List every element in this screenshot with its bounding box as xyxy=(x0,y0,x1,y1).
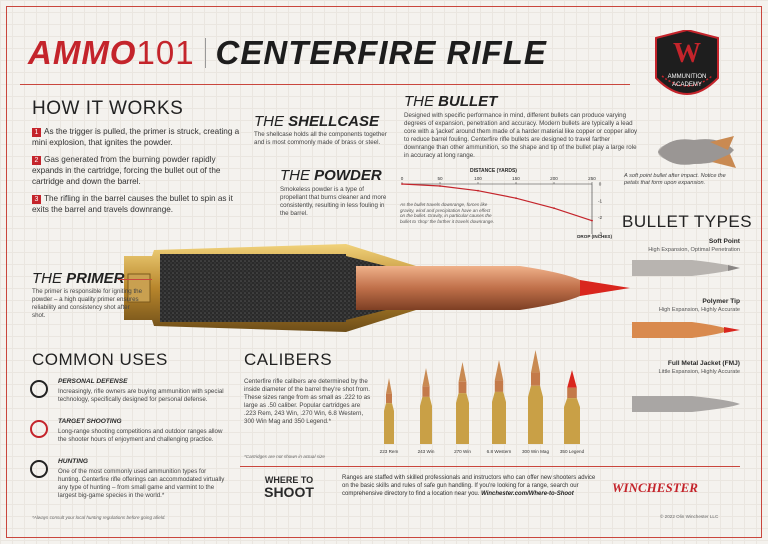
polymer-tip-bullet-icon xyxy=(632,322,740,338)
chart-x-tick-label: 250 xyxy=(588,176,596,181)
bullet-type-desc: High Expansion, Highly Accurate xyxy=(658,307,740,313)
chart-x-tick-label: 50 xyxy=(437,176,443,181)
use-text: One of the most commonly used ammunition… xyxy=(58,468,225,499)
where-to-shoot-link[interactable]: Winchester.com/Where-to-Shoot xyxy=(481,491,574,497)
bullet-title: THE BULLET xyxy=(404,93,498,110)
where-to-shoot-text: Ranges are staffed with skilled professi… xyxy=(342,475,596,497)
footer-divider xyxy=(240,466,740,467)
hunting-footnote: *Always consult your local hunting regul… xyxy=(32,515,166,520)
chart-y-tick-label: -2 xyxy=(598,215,603,220)
how-it-works-title: HOW IT WORKS xyxy=(32,98,184,119)
where-to-line: WHERE TO xyxy=(264,475,314,485)
chart-note: As the bullet travels downrange, forces … xyxy=(400,202,495,224)
use-text: Increasingly, rifle owners are buying am… xyxy=(58,388,224,403)
expanded-bullet-caption: A soft point bullet after impact. Notice… xyxy=(624,173,726,186)
chart-point xyxy=(591,219,593,222)
bullet-text: Designed with specific performance in mi… xyxy=(404,112,638,159)
calibers-text: Centerfire rifle calibers are determined… xyxy=(244,378,371,425)
page-frame xyxy=(6,6,762,538)
chart-point xyxy=(515,197,517,200)
primer-title: THE PRIMER xyxy=(32,270,125,287)
use-item: TARGET SHOOTING Long-range shooting comp… xyxy=(30,416,226,456)
chart-ylabel: DROP (INCHES) xyxy=(577,234,612,239)
powder-text: Smokeless powder is a type of propellant… xyxy=(280,186,387,217)
caliber-label: 300 Win Mag xyxy=(521,449,550,454)
chart-point xyxy=(477,189,479,192)
bullet-type-name: Soft Point xyxy=(708,238,740,245)
use-item: PERSONAL DEFENSE Increasingly, rifle own… xyxy=(30,376,226,416)
badge-letter: W xyxy=(673,38,701,69)
chart-x-tick-label: 100 xyxy=(474,176,482,181)
bullet-type-desc: Little Expansion, Highly Accurate xyxy=(658,369,740,375)
bullet-type-list: Soft Point High Expansion, Optimal Penet… xyxy=(612,238,740,388)
chart-x-tick-label: 0 xyxy=(401,176,404,181)
common-uses-title: COMMON USES xyxy=(32,350,168,369)
where-to-shoot-logo: WHERE TO SHOOT xyxy=(256,474,322,500)
primer-text: The primer is responsible for igniting t… xyxy=(32,288,143,319)
cartridge-cutaway xyxy=(120,236,640,340)
shellcase-title: THE SHELLCASE xyxy=(254,113,380,130)
bullet-type-desc: High Expansion, Optimal Penetration xyxy=(648,247,740,253)
expanded-bullet-image xyxy=(650,130,744,174)
common-uses-list: PERSONAL DEFENSE Increasingly, rifle own… xyxy=(30,376,226,516)
bullet-type-name: Full Metal Jacket (FMJ) xyxy=(667,360,740,367)
person-shield-icon xyxy=(30,380,48,398)
academy-badge: W AMMUNITION ACADEMY xyxy=(650,28,724,110)
use-text: Long-range shooting competitions and out… xyxy=(58,428,223,443)
use-title: HUNTING xyxy=(58,458,89,465)
caliber-label: 243 Win xyxy=(417,449,435,454)
chart-series-line xyxy=(401,183,593,222)
caliber-cartridge xyxy=(488,360,510,444)
calibers-footnote: *Cartridges are not shown in actual size xyxy=(244,454,325,459)
header-divider xyxy=(20,84,630,85)
use-title: PERSONAL DEFENSE xyxy=(58,378,128,385)
calibers-title: CALIBERS xyxy=(244,350,333,369)
deer-icon xyxy=(30,460,48,478)
caliber-label: 223 Rem xyxy=(379,449,399,454)
badge-line2: ACADEMY xyxy=(672,82,702,88)
caliber-label: 270 Win xyxy=(454,449,471,454)
chart-y-tick-label: -3 xyxy=(598,232,603,237)
caliber-cartridge xyxy=(452,362,473,444)
powder-title: THE POWDER xyxy=(280,167,382,184)
caliber-label: 6.8 Western xyxy=(486,449,512,454)
chart-xlabel: DISTANCE (YARDS) xyxy=(470,168,517,174)
chart-point xyxy=(553,207,555,210)
chart-point xyxy=(401,183,403,185)
badge-line1: AMMUNITION xyxy=(667,74,707,80)
caliber-cartridge xyxy=(416,368,436,444)
shellcase-text: The shellcase holds all the components t… xyxy=(254,131,387,146)
bullet-type-name: Polymer Tip xyxy=(702,298,740,305)
use-item: HUNTING One of the most commonly used am… xyxy=(30,456,226,516)
chart-y-tick-label: -1 xyxy=(598,198,603,203)
winchester-logo: WINCHESTER xyxy=(612,480,698,495)
caliber-cartridge xyxy=(560,370,584,444)
chart-point xyxy=(439,185,441,187)
calibers-row: 223 Rem 243 Win 270 Win 6.8 Western 300 Win … xyxy=(376,336,596,460)
bullet-types-title: BULLET TYPES xyxy=(622,212,753,231)
primer-pointer xyxy=(118,279,152,280)
fmj-bullet-icon xyxy=(632,396,740,412)
copyright: © 2022 Olin Winchester LLC xyxy=(660,514,719,519)
soft-point-bullet-icon xyxy=(632,260,740,276)
use-title: TARGET SHOOTING xyxy=(58,418,122,425)
caliber-cartridge xyxy=(380,378,398,444)
target-icon xyxy=(30,420,48,438)
chart-x-tick-label: 200 xyxy=(550,176,558,181)
caliber-cartridge xyxy=(524,350,547,444)
chart-y-tick-label: 0 xyxy=(599,182,602,187)
caliber-label: 350 Legend xyxy=(559,449,585,454)
chart-x-tick-label: 150 xyxy=(512,176,520,181)
shoot-line: SHOOT xyxy=(264,484,314,500)
